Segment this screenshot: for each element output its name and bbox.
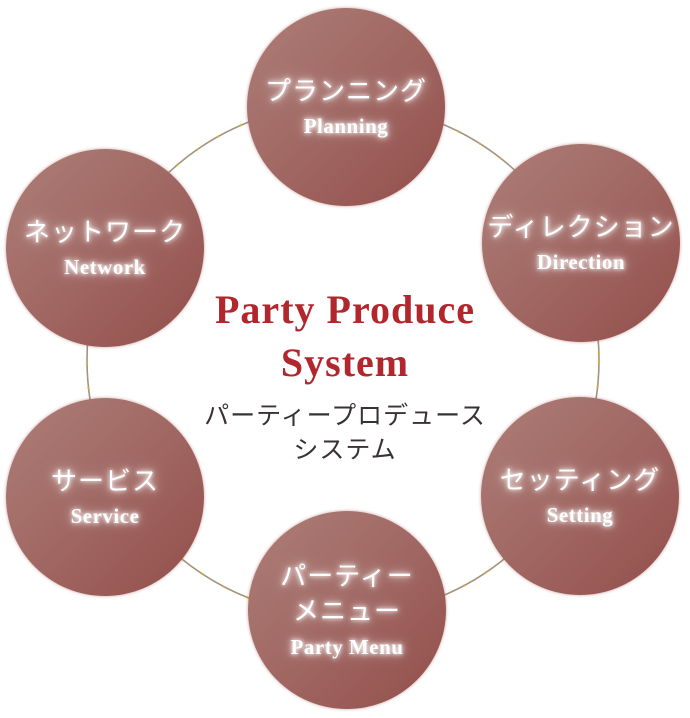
node-party-menu-label-jp-line1: パーティー (280, 560, 414, 591)
node-party-menu-label-jp-line2: メニュー (292, 596, 401, 627)
node-direction-label-jp: ディレクション (487, 211, 675, 242)
node-service-label-jp: サービス (50, 465, 159, 496)
node-setting-label-en: Setting (546, 503, 614, 528)
node-direction: ディレクション Direction (482, 144, 680, 342)
center-title-block: Party Produce System パーティープロデュース システム (135, 283, 555, 467)
diagram-title-line2: System (280, 340, 410, 385)
node-network-label-jp: ネットワーク (23, 216, 186, 247)
node-party-menu: パーティー メニュー Party Menu (248, 511, 446, 709)
node-party-menu-label-en: Party Menu (290, 634, 404, 659)
node-planning: プランニング Planning (247, 8, 445, 206)
node-setting: セッティング Setting (481, 397, 679, 595)
node-direction-label-en: Direction (536, 250, 626, 275)
diagram-subtitle-jp: パーティープロデュース システム (135, 399, 555, 467)
diagram-title: Party Produce System (135, 283, 555, 389)
node-setting-label-jp: セッティング (499, 464, 661, 495)
diagram-subtitle-line1: パーティープロデュース (204, 402, 486, 430)
diagram-subtitle-line2: システム (293, 436, 397, 464)
node-service-label-en: Service (70, 504, 140, 529)
node-planning-label-en: Planning (303, 114, 389, 139)
node-network-label-en: Network (64, 255, 146, 280)
diagram-title-line1: Party Produce (215, 287, 475, 332)
node-service: サービス Service (6, 398, 204, 596)
node-planning-label-jp: プランニング (264, 75, 427, 106)
node-network: ネットワーク Network (6, 149, 204, 347)
